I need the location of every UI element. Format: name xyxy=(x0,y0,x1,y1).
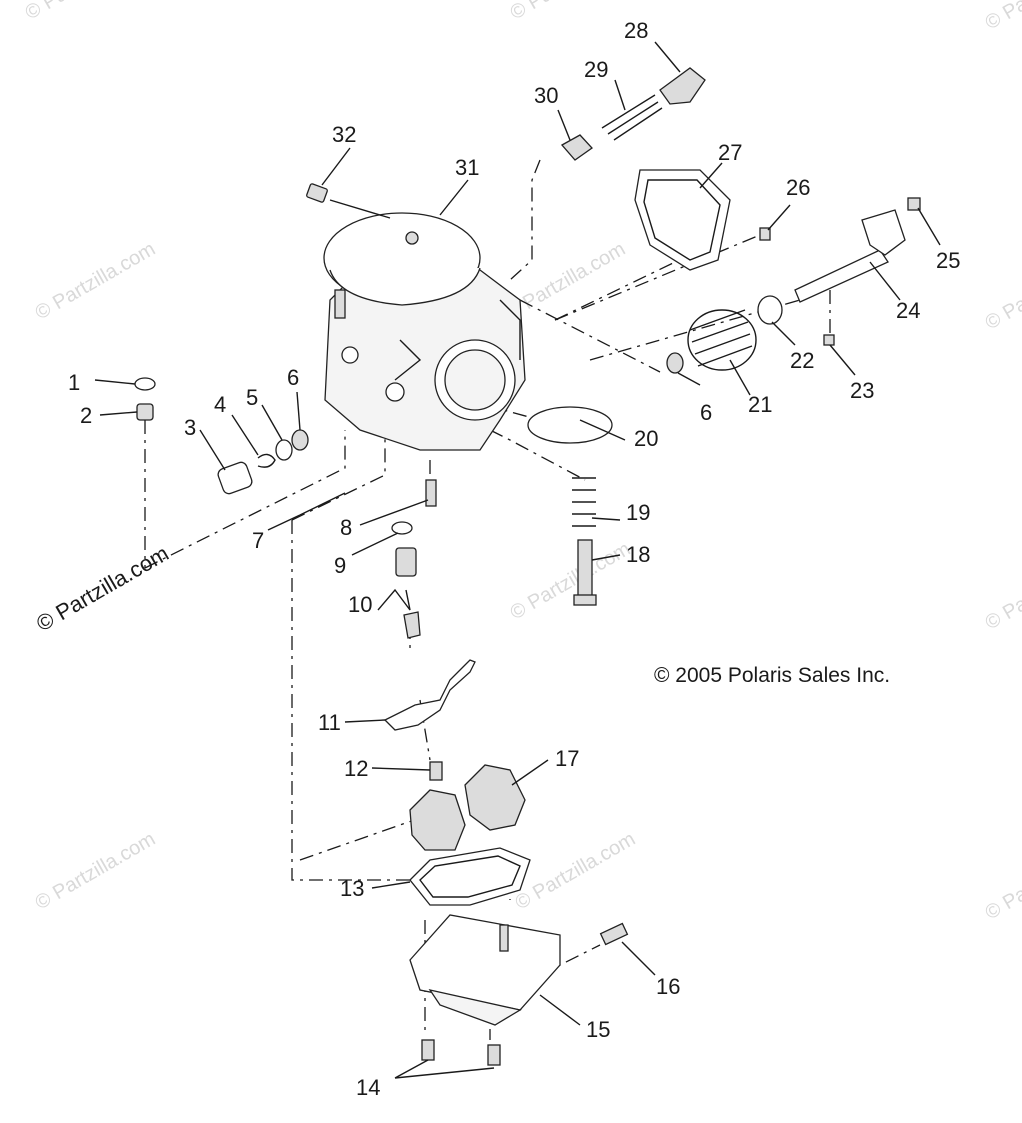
callout-15: 15 xyxy=(586,1017,610,1042)
part-washer xyxy=(135,378,155,390)
carburetor-body xyxy=(324,213,525,450)
part-bracket xyxy=(385,660,475,730)
part-screw xyxy=(306,183,328,202)
watermark: © Partzilla.com xyxy=(512,828,640,914)
callout-20: 20 xyxy=(634,426,658,451)
part-o-ring xyxy=(392,522,412,534)
part-clip xyxy=(258,454,275,467)
part-pin xyxy=(300,493,345,515)
part-float xyxy=(465,765,525,830)
callout-2: 2 xyxy=(80,403,92,428)
watermark: © Partzilla.com xyxy=(32,238,160,324)
copyright-notice: © 2005 Polaris Sales Inc. xyxy=(654,664,890,687)
watermarks: © Partzilla.com © Partzilla.com © Partzi… xyxy=(22,0,1022,924)
watermark: © Partzilla.com xyxy=(507,0,635,24)
callout-17: 17 xyxy=(555,746,579,771)
leader-lines xyxy=(95,42,940,1078)
callout-8: 8 xyxy=(340,515,352,540)
callout-9: 9 xyxy=(334,553,346,578)
callout-10: 10 xyxy=(348,592,372,617)
callout-6b: 6 xyxy=(700,400,712,425)
part-screw xyxy=(422,1040,434,1060)
callout-31: 31 xyxy=(455,155,479,180)
callout-3: 3 xyxy=(184,415,196,440)
part-seal xyxy=(292,430,308,450)
part-needle xyxy=(562,135,592,160)
callout-26: 26 xyxy=(786,175,810,200)
callout-11: 11 xyxy=(318,710,341,735)
callout-29: 29 xyxy=(584,57,608,82)
callout-13: 13 xyxy=(340,876,364,901)
watermark: © Partzilla.com xyxy=(507,538,635,624)
part-adjust-screw xyxy=(578,540,592,600)
part-plate xyxy=(528,407,612,443)
parts xyxy=(135,68,920,1065)
part-screw xyxy=(601,923,628,944)
callout-32: 32 xyxy=(332,122,356,147)
callout-12: 12 xyxy=(344,756,368,781)
part-jet xyxy=(426,480,436,506)
part-cap xyxy=(660,68,705,104)
callout-7: 7 xyxy=(252,528,264,553)
callout-28: 28 xyxy=(624,18,648,43)
watermark: © Partzilla.com xyxy=(22,0,150,24)
part-screw xyxy=(824,335,834,345)
callout-18: 18 xyxy=(626,542,650,567)
part-spring xyxy=(602,95,662,140)
partzilla-watermark: © Partzilla.com xyxy=(32,541,173,637)
callout-24: 24 xyxy=(896,298,920,323)
callout-21: 21 xyxy=(748,392,772,417)
callout-27: 27 xyxy=(718,140,742,165)
callout-4: 4 xyxy=(214,392,226,417)
part-screw xyxy=(430,762,442,780)
part-throttle-shaft xyxy=(795,250,888,302)
part-spring xyxy=(572,478,596,526)
part-screw xyxy=(488,1045,500,1065)
callout-1: 1 xyxy=(68,370,80,395)
part-washer xyxy=(276,440,292,460)
watermark: © Partzilla.com xyxy=(32,828,160,914)
callout-25: 25 xyxy=(936,248,960,273)
part-nut xyxy=(137,404,153,420)
part-float-bowl xyxy=(410,915,560,1010)
callout-30: 30 xyxy=(534,83,558,108)
callout-19: 19 xyxy=(626,500,650,525)
watermark: © Partzilla.com xyxy=(982,838,1022,924)
part-valve xyxy=(396,548,416,576)
callout-23: 23 xyxy=(850,378,874,403)
callout-6: 6 xyxy=(287,365,299,390)
callout-5: 5 xyxy=(246,385,258,410)
part-seal xyxy=(667,353,683,373)
part-collar xyxy=(758,296,782,324)
callout-14: 14 xyxy=(356,1075,380,1100)
callout-22: 22 xyxy=(790,348,814,373)
callout-16: 16 xyxy=(656,974,680,999)
watermark: © Partzilla.com xyxy=(982,548,1022,634)
watermark: © Partzilla.com xyxy=(982,0,1022,34)
watermark: © Partzilla.com xyxy=(982,248,1022,334)
